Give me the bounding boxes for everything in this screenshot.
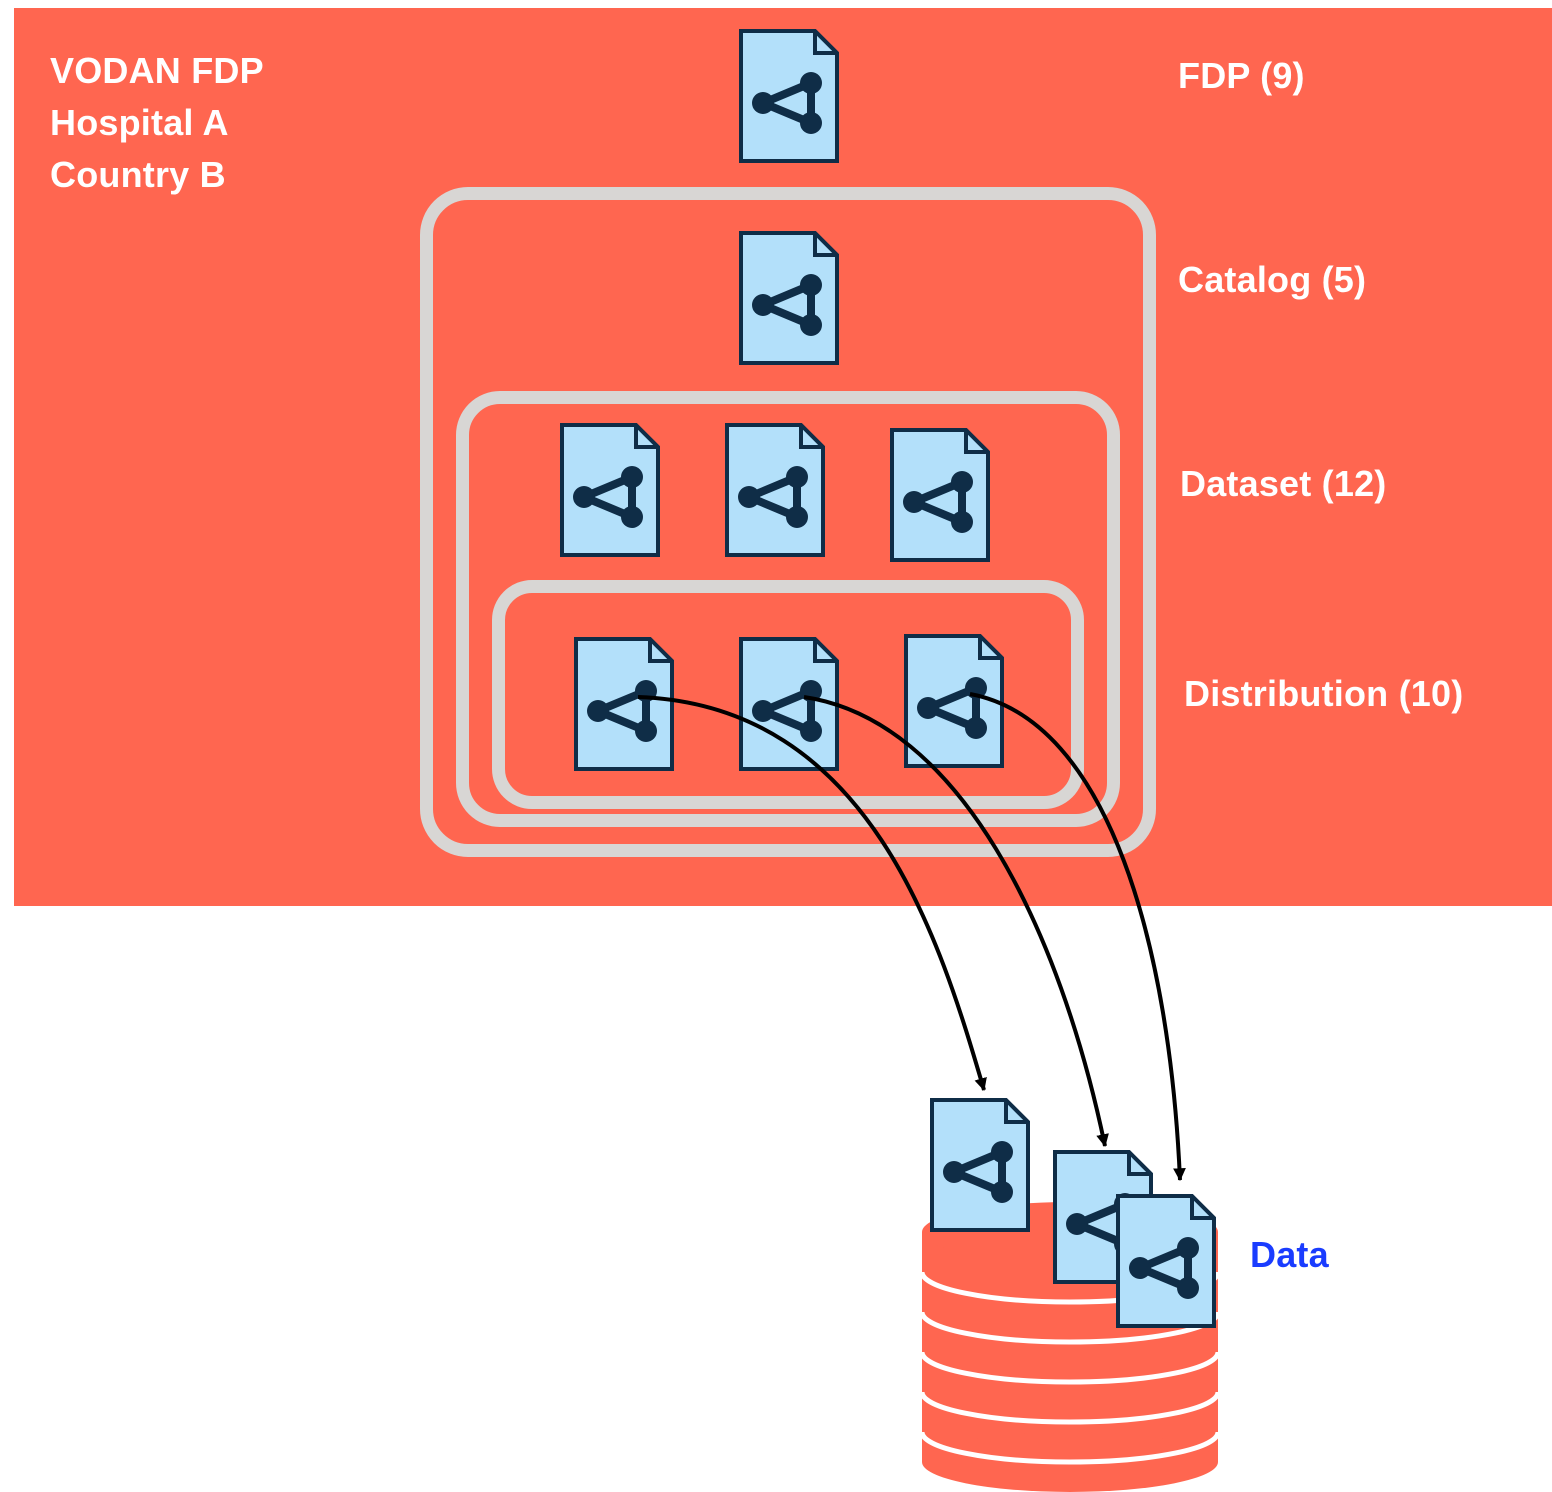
dataset-frame — [456, 391, 1120, 827]
fdp-document-icon — [741, 31, 837, 161]
distribution-frame — [492, 580, 1084, 809]
catalog-document-icon — [741, 233, 837, 363]
distribution-to-data-arrow — [637, 695, 987, 1092]
data-document-icon — [1118, 1196, 1214, 1326]
distribution-to-data-arrow — [969, 692, 1186, 1182]
fdp-level-label: FDP (9) — [1178, 55, 1305, 96]
distribution-level-label: Distribution (10) — [1184, 673, 1464, 714]
fdp-title-line-3: Country B — [50, 154, 226, 195]
dataset-level-label: Dataset (12) — [1180, 463, 1387, 504]
dataset-document-icon — [562, 425, 658, 555]
data-document-icon — [932, 1100, 1028, 1230]
catalog-level-label: Catalog (5) — [1178, 259, 1367, 300]
data-label: Data — [1250, 1234, 1329, 1275]
fdp-title-line-1: VODAN FDP — [50, 50, 264, 91]
fdp-title-line-2: Hospital A — [50, 102, 229, 143]
distribution-document-icon — [741, 639, 837, 769]
distribution-document-icon — [906, 636, 1002, 766]
dataset-document-icon — [892, 430, 988, 560]
catalog-frame — [420, 187, 1156, 857]
distribution-document-icon — [576, 639, 672, 769]
distribution-to-data-arrow — [803, 695, 1109, 1148]
dataset-document-icon — [727, 425, 823, 555]
